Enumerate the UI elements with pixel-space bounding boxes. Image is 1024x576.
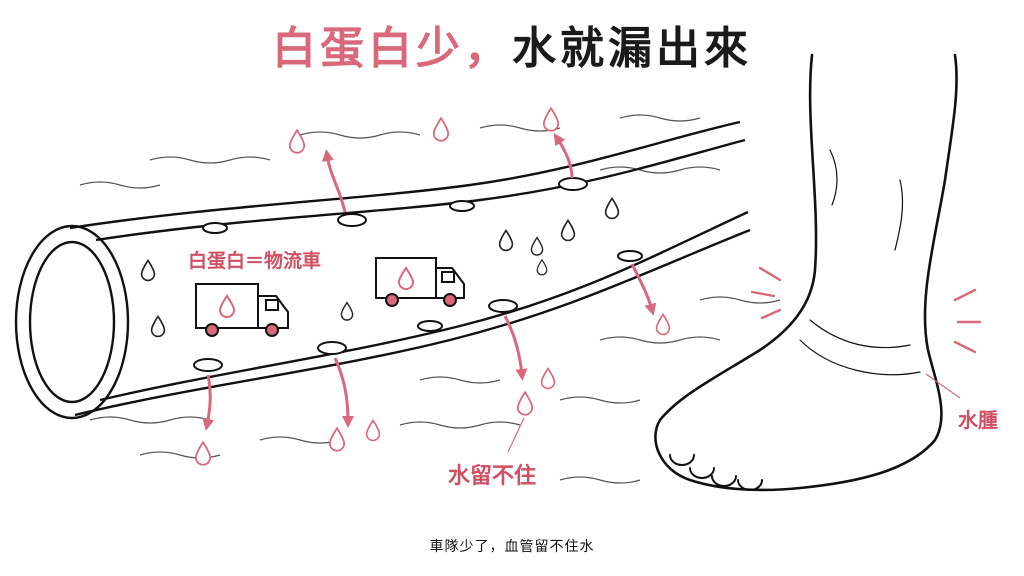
water-drop-icon: [560, 219, 576, 242]
water-drop-icon: [540, 367, 556, 390]
water-drop-icon: [516, 391, 534, 416]
water-drop-icon: [340, 301, 354, 321]
leader-lines: [507, 373, 961, 453]
title-highlight: 白蛋白少，: [272, 23, 512, 74]
title-rest: 水就漏出來: [512, 23, 752, 74]
water-drop-icon: [432, 117, 450, 142]
water-drop-icon: [604, 197, 620, 220]
tissue-lines: [79, 114, 781, 484]
leak-arrows: [202, 133, 657, 431]
water-drop-icon: [328, 427, 346, 452]
label-swelling: 水腫: [958, 408, 998, 432]
water-drop-icon: [655, 313, 671, 336]
label-water-not-held: 水留不住: [448, 464, 537, 489]
water-drop-icon: [140, 259, 156, 282]
truck-icon: [195, 283, 289, 337]
water-drop-icon: [542, 107, 560, 132]
water-drop-icon: [498, 229, 514, 252]
water-drop-icon: [536, 259, 548, 276]
water-drop-icon: [530, 236, 544, 256]
caption: 車隊少了，血管留不住水: [429, 539, 595, 555]
water-drop-icon: [288, 129, 306, 154]
label-protein-trucks: 白蛋白＝物流車: [188, 250, 322, 272]
page-title: 白蛋白少，水就漏出來: [0, 12, 1024, 76]
water-drop-icon: [194, 441, 212, 466]
truck-icon: [375, 257, 465, 307]
water-drop-icon: [365, 419, 381, 442]
swelling-marks: [750, 266, 982, 354]
water-drop-icon: [150, 315, 166, 338]
vessel-pores: [193, 177, 643, 372]
swollen-foot: [654, 53, 958, 492]
